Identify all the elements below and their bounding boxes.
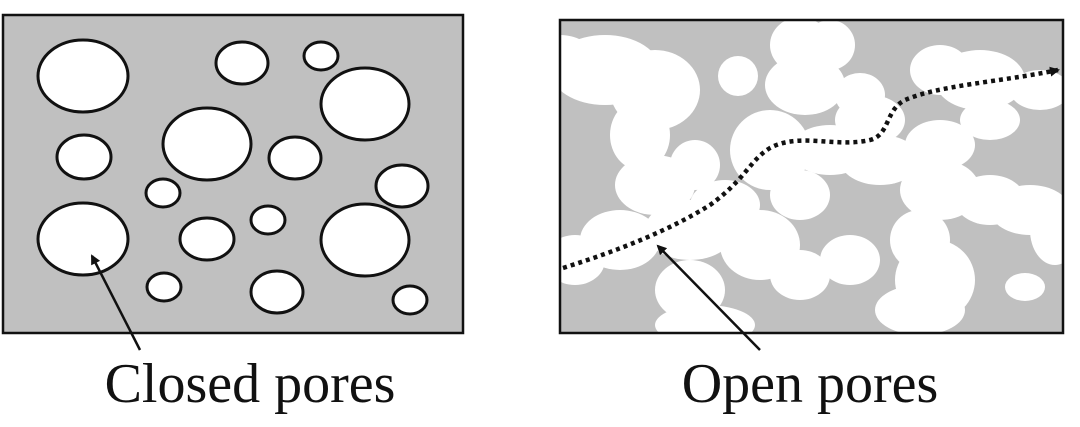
open-pores-panel: [558, 18, 1065, 351]
closed-pore: [319, 66, 411, 142]
closed-pore: [36, 201, 130, 277]
closed-pore: [55, 133, 113, 181]
closed-pore: [249, 204, 287, 236]
closed-pore: [391, 284, 429, 316]
closed-pores-panel: [1, 13, 465, 351]
closed-pore: [145, 271, 183, 303]
closed-pore: [161, 106, 253, 182]
closed-pore: [178, 216, 236, 262]
closed-pore: [214, 40, 270, 86]
matrix-block-right-outline: [558, 18, 1065, 335]
open-pore-network: [560, 20, 1063, 333]
closed-pore-set: [36, 38, 430, 316]
closed-pore: [302, 40, 340, 72]
closed-pore: [319, 202, 411, 278]
open-pores-pointer-arrow: [656, 244, 761, 351]
closed-pore: [267, 135, 323, 181]
closed-pores-pointer-arrow: [90, 254, 142, 351]
closed-pore: [144, 177, 182, 209]
caption-closed-pores: Closed pores: [104, 353, 396, 415]
flow-path-dotted-arrow: [562, 66, 1060, 271]
closed-pore: [374, 163, 430, 209]
closed-pore: [249, 269, 305, 315]
closed-pore: [36, 38, 130, 114]
caption-open-pores: Open pores: [681, 353, 939, 415]
